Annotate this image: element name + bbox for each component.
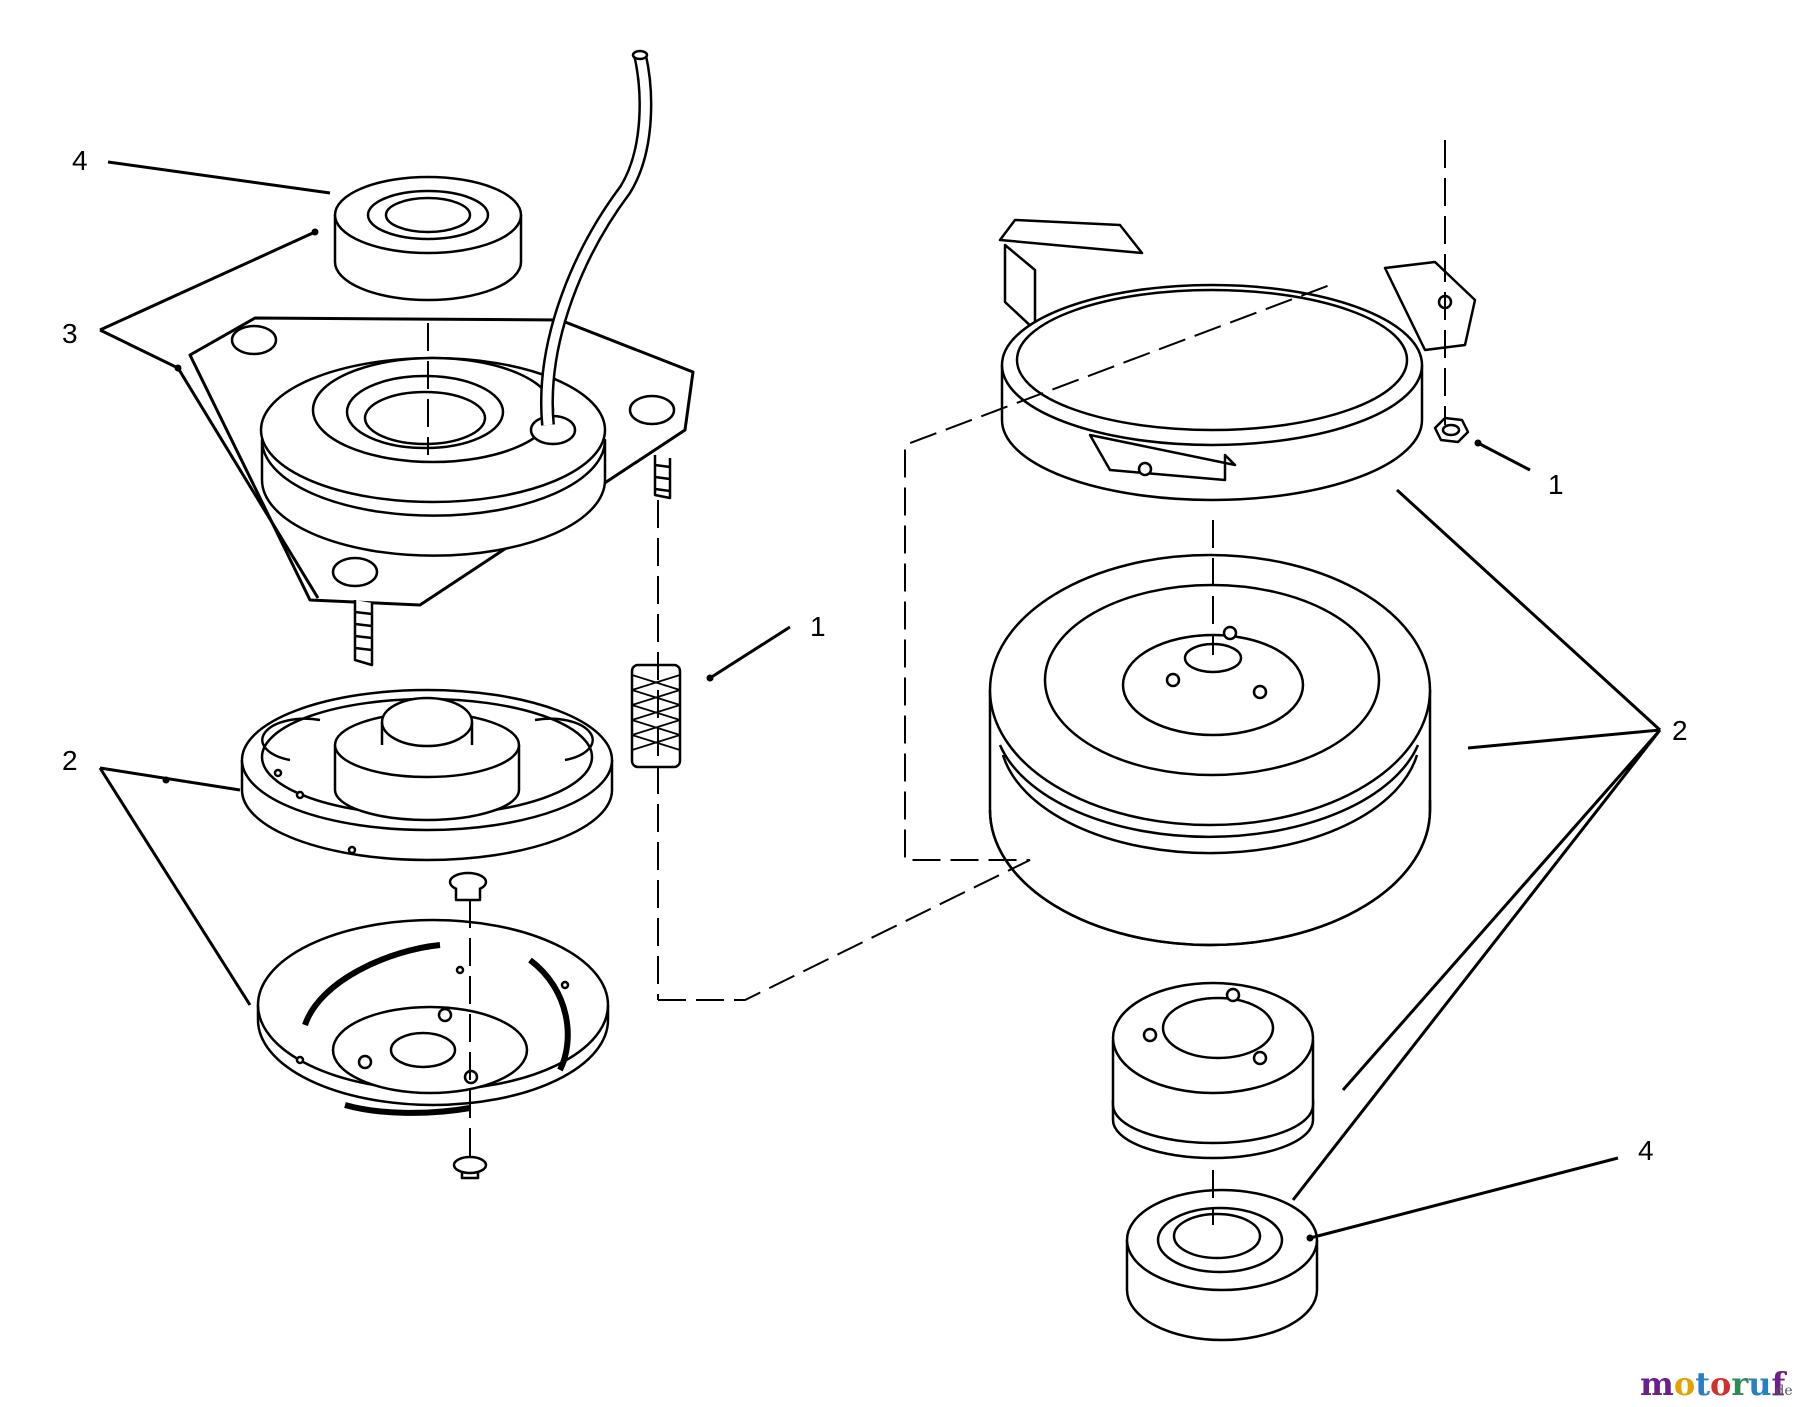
stud-bolt-right bbox=[653, 455, 672, 500]
brake-plate bbox=[256, 918, 610, 1116]
armature-rotor bbox=[240, 688, 614, 862]
pulley bbox=[988, 553, 1432, 947]
leader-1-left bbox=[709, 625, 791, 680]
watermark-logo: motoruf .de bbox=[1640, 1365, 1793, 1403]
leader-4-right bbox=[1309, 1156, 1619, 1240]
field-coil-housing bbox=[188, 49, 695, 607]
svg-text:.de: .de bbox=[1771, 1383, 1793, 1399]
callout-4-right: 4 bbox=[1638, 1135, 1654, 1166]
callout-4-left: 4 bbox=[72, 145, 88, 176]
rivet bbox=[448, 871, 488, 1180]
left-bearing bbox=[333, 175, 523, 302]
callout-3: 3 bbox=[62, 318, 78, 349]
callout-1-right: 1 bbox=[1548, 469, 1564, 500]
dashed-path bbox=[658, 284, 1331, 1001]
svg-text:motoruf: motoruf bbox=[1640, 1365, 1787, 1403]
leader-1-right bbox=[1477, 441, 1531, 472]
brake-housing bbox=[998, 218, 1477, 502]
right-bearing bbox=[1125, 1188, 1319, 1342]
callout-2-left: 2 bbox=[62, 745, 78, 776]
callout-2-right: 2 bbox=[1672, 715, 1688, 746]
leader-2-right bbox=[1291, 488, 1662, 1201]
hub bbox=[1111, 981, 1315, 1160]
stud-bolt-left bbox=[353, 600, 374, 667]
callout-1-left: 1 bbox=[810, 611, 826, 642]
leader-2-left bbox=[98, 766, 252, 1006]
spring bbox=[630, 663, 682, 769]
leader-4-left bbox=[107, 160, 331, 195]
hex-nut bbox=[1433, 416, 1470, 444]
